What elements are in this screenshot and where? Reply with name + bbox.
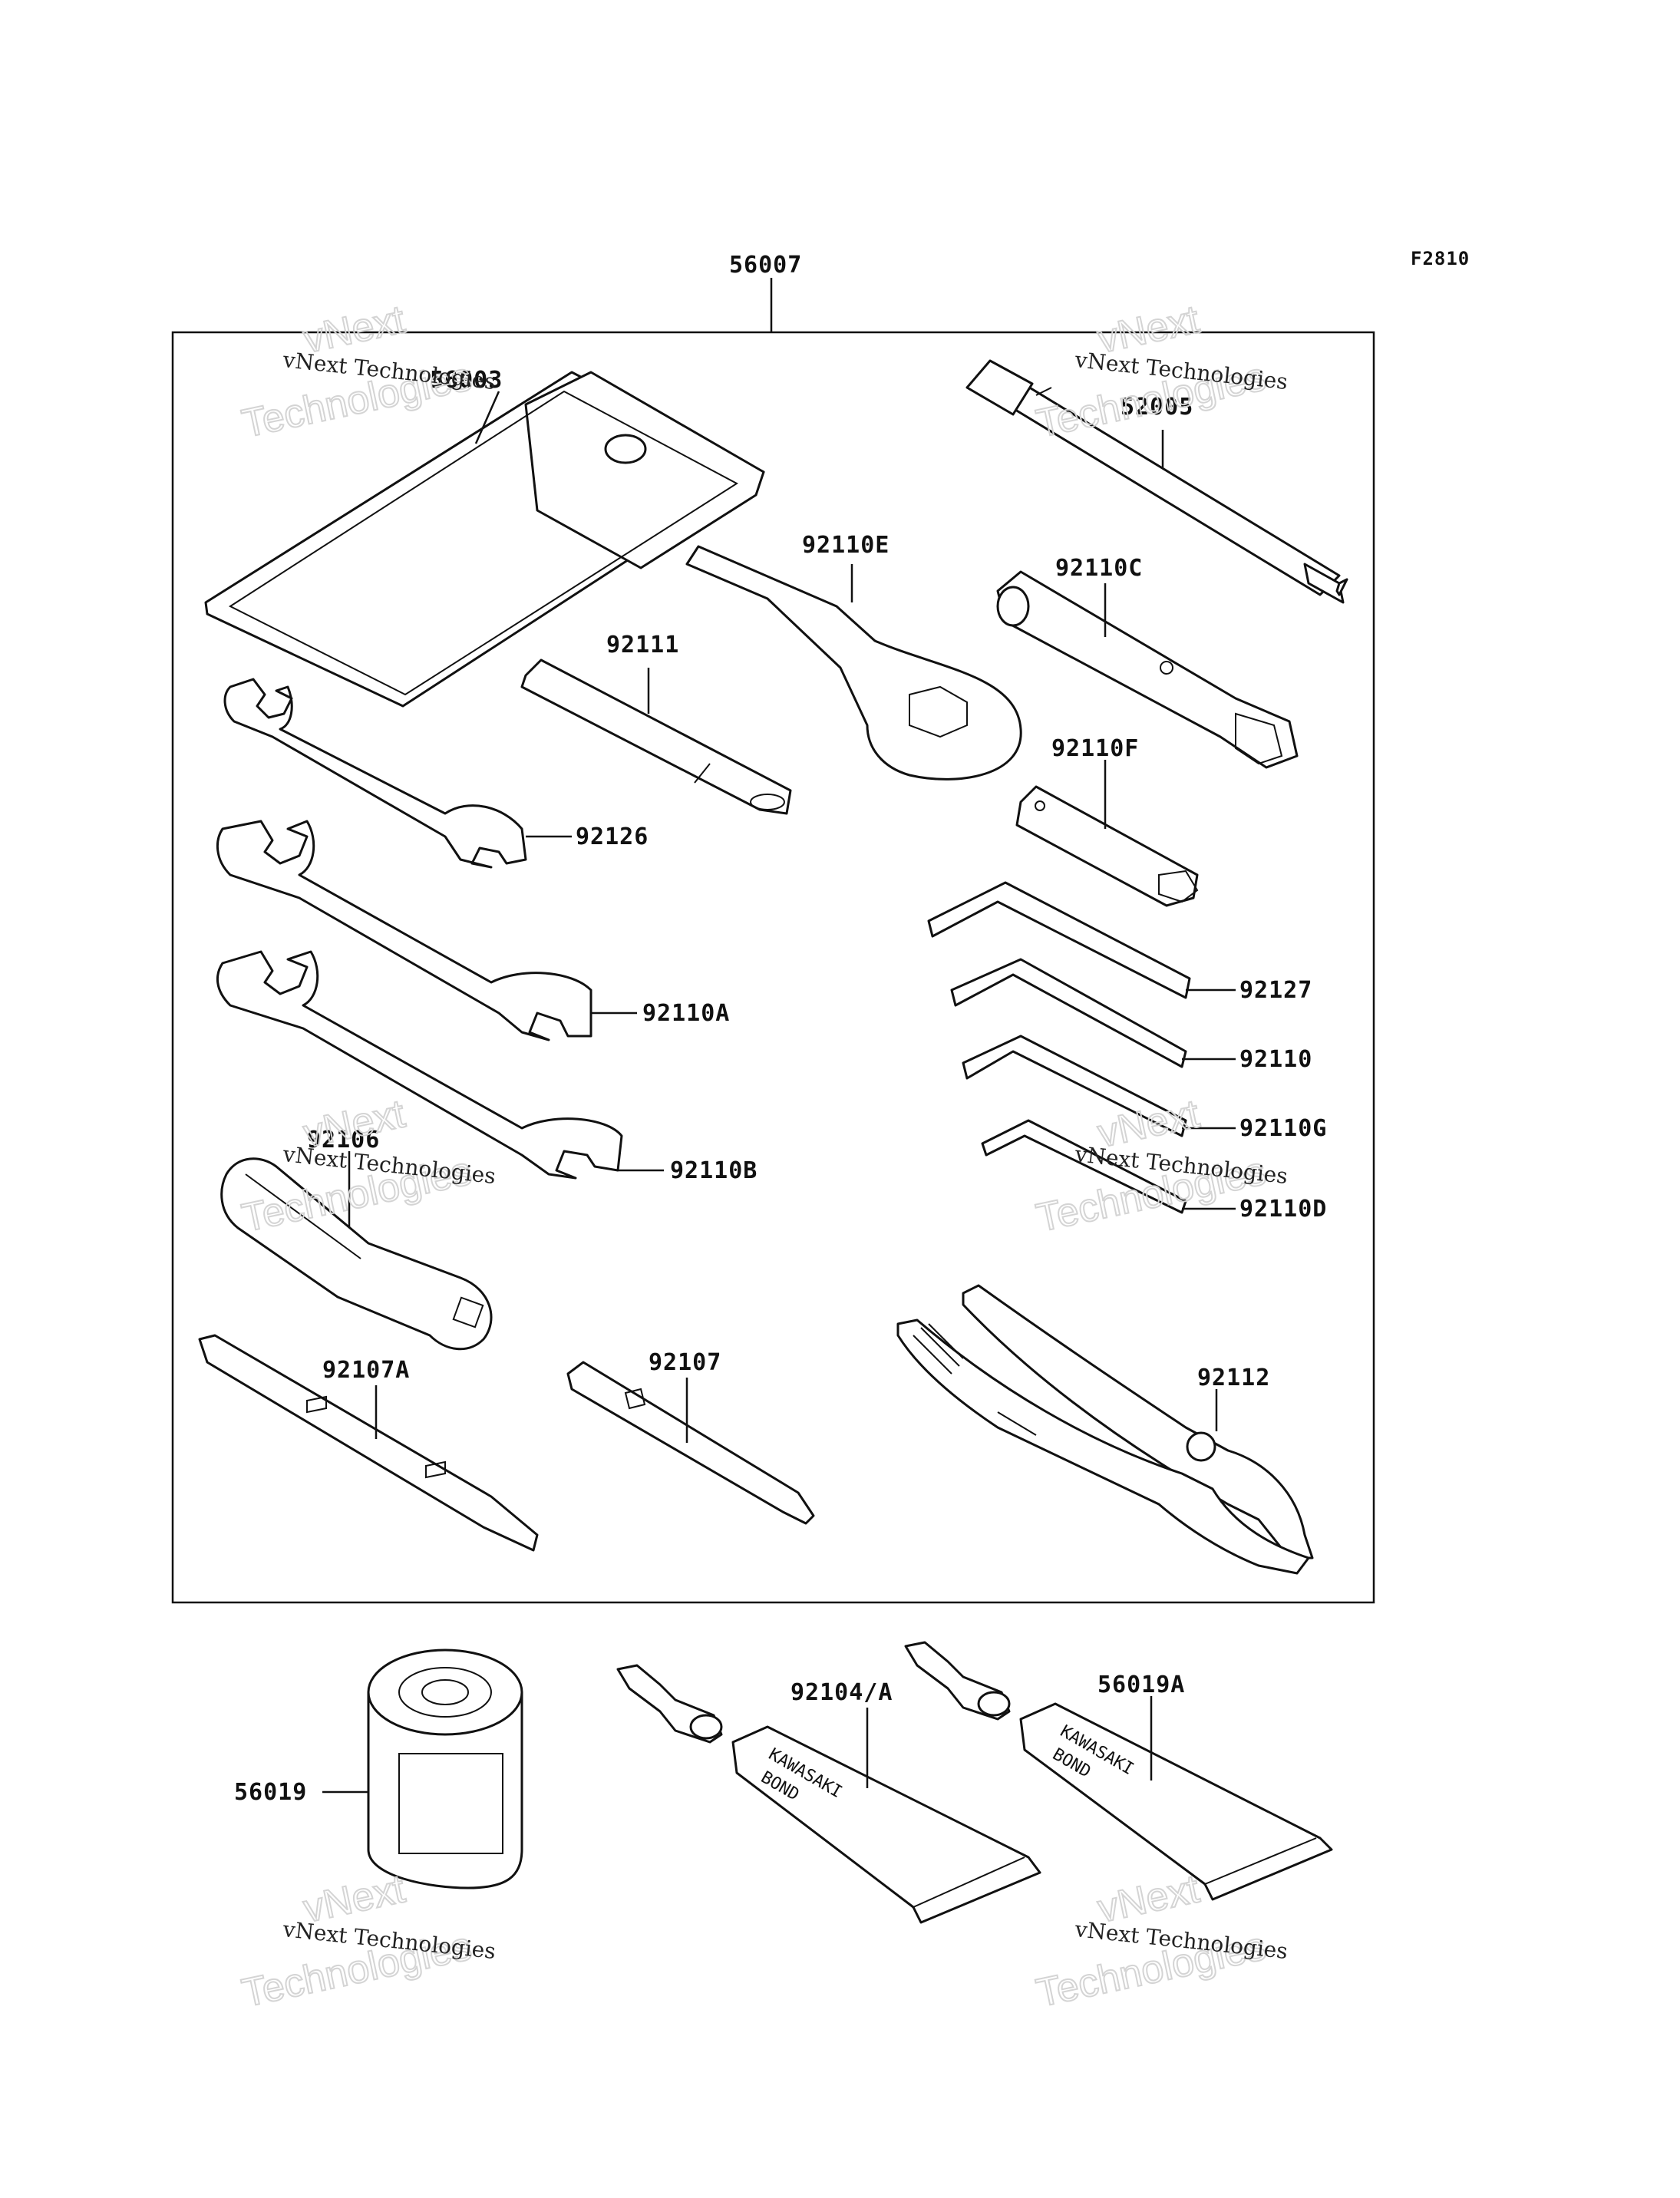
pliers [896,1284,1314,1575]
screwdriver-handle [220,1151,493,1351]
grease-can [367,1648,523,1889]
p92107-label: 92107 [649,1349,721,1376]
p92111-label: 92111 [606,632,679,658]
double-ended-screwdriver-bit [198,1334,539,1552]
kit-part-number: 56007 [729,252,802,279]
watermark-bottom-right: vNext Technologies vNext Technologies [1031,1866,1289,2016]
bond-tube-b: KAWASAKI BOND [904,1641,1333,1901]
tool-kit-frame [171,331,1375,1604]
box-wrench [685,545,1022,781]
hex-key-92110D [981,1119,1187,1214]
p92110E-label: 92110E [802,532,890,559]
extension-bar [520,658,792,815]
hex-key-92110 [950,958,1187,1068]
figure-reference: F2810 [1411,248,1470,269]
p92107A-label: 92107A [322,1357,410,1384]
screwdriver-bit [566,1361,815,1525]
tube-socket-wrench [1015,760,1199,907]
tommy-bar [965,359,1348,604]
p56019-label: 56019 [234,1779,307,1806]
hex-key-92127 [927,881,1191,999]
pouch-part-number: 56003 [430,367,503,394]
hex-key-92110G [962,1035,1187,1137]
p92112-label: 92112 [1197,1365,1270,1391]
p92110F-label: 92110F [1051,735,1139,762]
p92110C-label: 92110C [1055,555,1143,582]
watermark-top-right: vNext Technologies vNext Technologies [1031,296,1289,447]
watermark-top-left: vNext Technologies vNext Technologies [237,296,497,447]
watermark-bottom-left: vNext Technologies vNext Technologies [237,1866,497,2016]
open-wrench-large [216,950,623,1180]
p56019A-label: 56019A [1097,1672,1185,1698]
p52005-label: 52005 [1121,394,1193,421]
p92110D-label: 92110D [1239,1196,1327,1223]
tool-pouch [204,371,765,708]
p92110G-label: 92110G [1239,1115,1327,1142]
p92127-label: 92127 [1239,977,1312,1004]
p92104A-label: 92104/A [790,1679,893,1706]
p92106-label: 92106 [307,1127,380,1153]
open-wrench-medium [216,820,592,1041]
p92110-label: 92110 [1239,1046,1312,1073]
p92110A-label: 92110A [642,1000,730,1027]
p92126-label: 92126 [576,823,649,850]
socket-wrench [996,570,1299,769]
p92110B-label: 92110B [670,1157,757,1184]
open-wrench-small [223,678,527,869]
